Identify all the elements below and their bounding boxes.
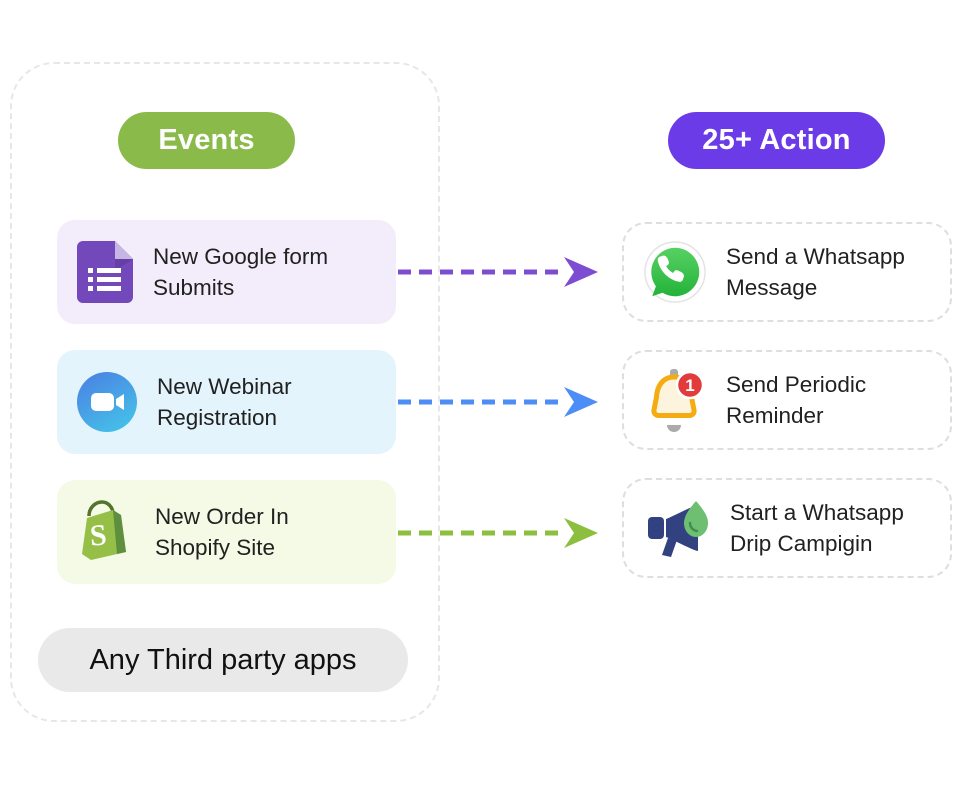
actions-header-label: 25+ Action (702, 124, 851, 156)
label-line: New Webinar (157, 374, 292, 399)
action-card-label: Send Periodic Reminder (726, 369, 866, 431)
label-line: Submits (153, 275, 235, 300)
action-card-label: Send a Whatsapp Message (726, 241, 905, 303)
event-card-webinar: New Webinar Registration (57, 350, 396, 454)
actions-header-pill: 25+ Action (668, 112, 885, 169)
shopify-icon: S (77, 500, 135, 564)
action-card-whatsapp-message: Send a Whatsapp Message (622, 222, 952, 322)
event-card-label: New Order In Shopify Site (155, 501, 289, 563)
events-header-pill: Events (118, 112, 295, 169)
whatsapp-icon (644, 241, 706, 303)
zoom-icon (77, 372, 137, 432)
label-line: Reminder (726, 403, 824, 428)
label-line: Start a Whatsapp (730, 500, 904, 525)
event-card-label: New Google form Submits (153, 241, 328, 303)
event-card-google-form: New Google form Submits (57, 220, 396, 324)
svg-text:S: S (89, 518, 108, 552)
label-line: Registration (157, 405, 278, 430)
action-card-drip-campaign: Start a Whatsapp Drip Campigin (622, 478, 952, 578)
label-line: Drip Campigin (730, 531, 873, 556)
label-line: New Order In (155, 504, 289, 529)
label-line: Shopify Site (155, 535, 276, 560)
arrow-webinar-to-reminder (398, 387, 598, 417)
google-forms-icon (77, 241, 133, 303)
arrow-shopify-to-drip (398, 518, 598, 548)
label-line: Message (726, 275, 818, 300)
arrow-google-form-to-whatsapp (398, 257, 598, 287)
event-card-shopify: S New Order In Shopify Site (57, 480, 396, 584)
bell-badge-count: 1 (685, 376, 694, 395)
action-card-label: Start a Whatsapp Drip Campigin (730, 497, 904, 559)
label-line: New Google form (153, 244, 329, 269)
label-line: Send Periodic (726, 372, 867, 397)
megaphone-icon (644, 497, 710, 559)
label-line: Send a Whatsapp (726, 244, 905, 269)
event-card-label: New Webinar Registration (157, 371, 292, 433)
third-party-apps-pill: Any Third party apps (38, 628, 408, 692)
third-party-apps-label: Any Third party apps (89, 643, 357, 676)
action-card-periodic-reminder: 1 Send Periodic Reminder (622, 350, 952, 450)
events-header-label: Events (158, 124, 255, 156)
bell-icon: 1 (644, 367, 706, 433)
